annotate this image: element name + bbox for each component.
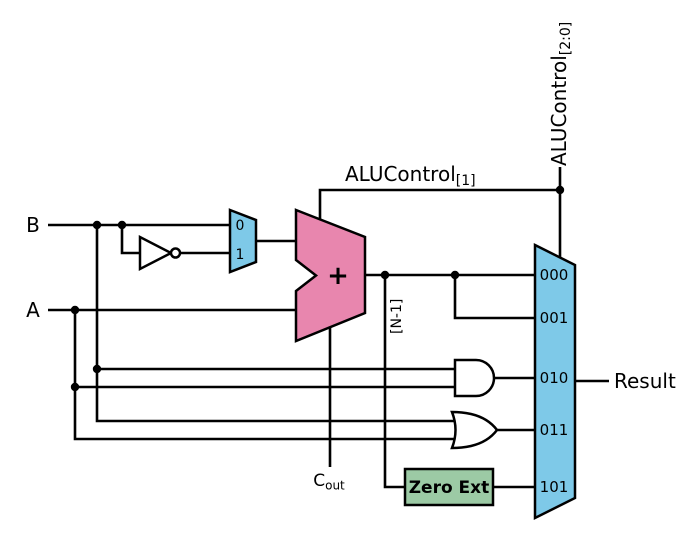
junction-b-and (92, 364, 102, 374)
result-mux-input-000: 000 (540, 266, 569, 284)
junction-sum-001 (450, 270, 460, 280)
not-gate (138, 234, 174, 272)
and-gate (453, 358, 496, 398)
or-gate (450, 410, 499, 450)
result-mux-input-011: 011 (540, 421, 569, 439)
input-a-label: A (26, 298, 40, 322)
alucontrol1-label: ALUControl[1] (345, 162, 476, 189)
junction-sum-msb (380, 270, 390, 280)
result-mux-input-101: 101 (540, 478, 569, 496)
result-mux (533, 242, 577, 521)
invert-mux-in1-label: 1 (236, 247, 245, 263)
sum-msb-label: [N-1] (389, 299, 405, 334)
junction-alucontrol (555, 185, 565, 195)
wire-alucontrol1 (318, 188, 560, 220)
cout-label: Cout (313, 471, 345, 493)
junction-a-and (70, 382, 80, 392)
invert-mux-2to1 (228, 208, 258, 274)
zero-ext-label: Zero Ext (409, 478, 490, 498)
result-mux-input-010: 010 (540, 369, 569, 387)
result-mux-input-001: 001 (540, 309, 569, 327)
invert-mux-in0-label: 0 (236, 218, 245, 234)
not-gate-bubble (169, 247, 182, 259)
adder (294, 208, 367, 343)
wire-sum-msb-to-zeroext (383, 275, 405, 489)
wire-b-branch-to-or (95, 225, 456, 423)
input-b-label: B (26, 213, 40, 237)
adder-plus-label: + (327, 261, 349, 291)
wire-b-to-not-gate (120, 225, 141, 255)
junction-b-1 (92, 220, 102, 230)
zero-ext-box (403, 467, 495, 507)
alucontrol20-label: ALUControl[2:0] (547, 22, 574, 166)
junction-b-2 (117, 220, 127, 230)
junction-a-1 (70, 305, 80, 315)
wire-sum-to-mux001 (453, 275, 535, 320)
result-label: Result (614, 369, 676, 393)
